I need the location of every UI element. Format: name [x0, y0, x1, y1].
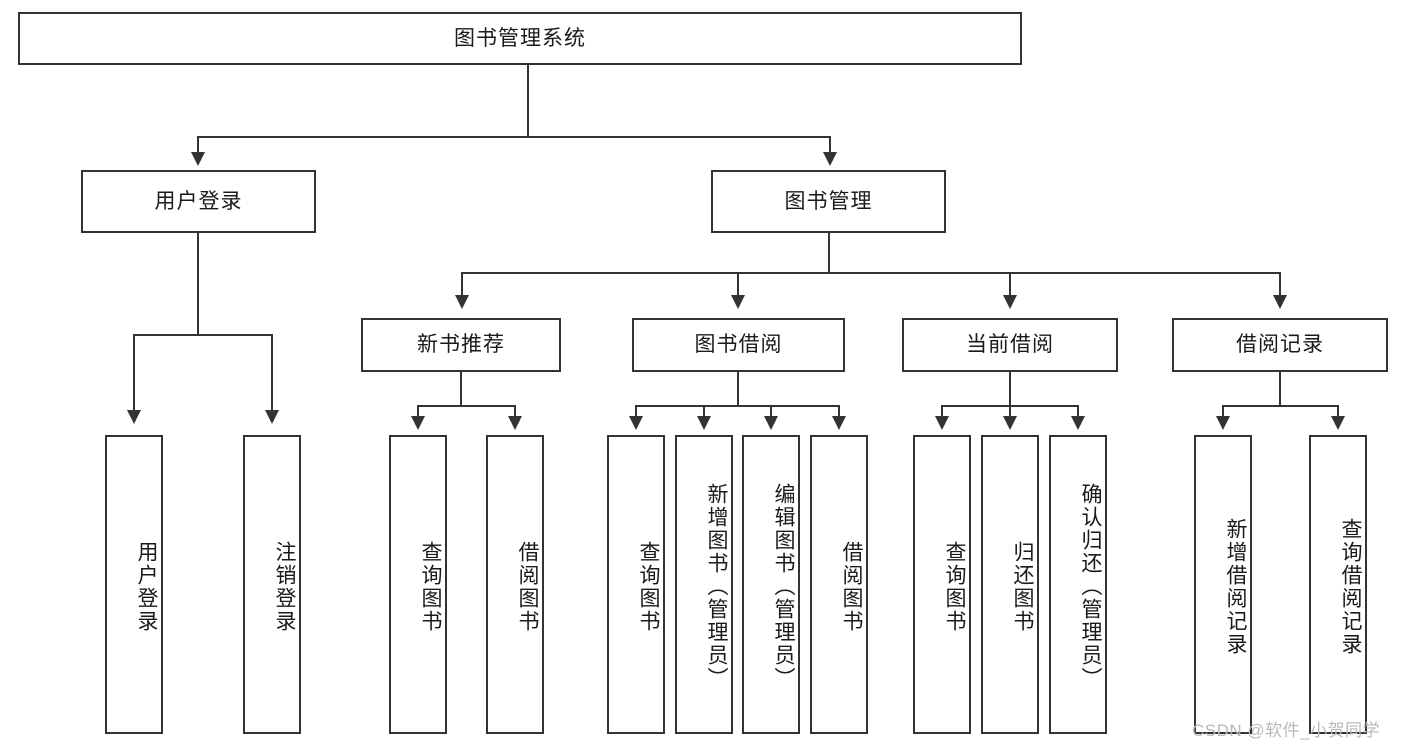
node-label: 新增借阅记录 — [1224, 517, 1247, 656]
node-label: 借阅图书 — [516, 540, 539, 633]
arrow-bb-to-leaf-2 — [764, 416, 778, 430]
leaf-book-borrow-3[interactable]: 借阅图书 — [810, 435, 868, 734]
edge-br-to-leaf-1 — [1337, 405, 1339, 419]
leaf-new-book-recommend-1[interactable]: 借阅图书 — [486, 435, 544, 734]
arrow-br-to-leaf-1 — [1331, 416, 1345, 430]
arrow-bm-to-book-borrow — [731, 295, 745, 309]
edge-root-to-book-management — [829, 136, 831, 156]
node-book-management[interactable]: 图书管理 — [711, 170, 946, 233]
leaf-book-borrow-0[interactable]: 查询图书 — [607, 435, 665, 734]
arrow-bb-to-leaf-0 — [629, 416, 643, 430]
edge-cb-to-leaf-0 — [941, 405, 943, 419]
arrow-cb-to-leaf-1 — [1003, 416, 1017, 430]
node-label: 查询图书 — [419, 540, 442, 633]
leaf-current-borrow-2[interactable]: 确认归还（管理员） — [1049, 435, 1107, 734]
node-borrow-record[interactable]: 借阅记录 — [1172, 318, 1388, 372]
edge-bm-to-new-book — [461, 272, 463, 298]
edge-book-management-stem — [828, 233, 830, 273]
node-label: 借阅记录 — [1236, 333, 1324, 357]
node-label: 新增图书（管理员） — [705, 483, 728, 690]
node-label: 借阅图书 — [840, 540, 863, 633]
leaf-borrow-record-1[interactable]: 查询借阅记录 — [1309, 435, 1367, 734]
arrow-user-login-to-leaf-0 — [127, 410, 141, 424]
arrow-user-login-to-leaf-1 — [265, 410, 279, 424]
edge-borrow-record-stem — [1279, 372, 1281, 406]
node-label: 图书借阅 — [694, 333, 783, 357]
edge-book-management-bar — [461, 272, 1280, 274]
arrow-cb-to-leaf-0 — [935, 416, 949, 430]
edge-user-login-bar — [133, 334, 273, 336]
arrow-br-to-leaf-0 — [1216, 416, 1230, 430]
node-new-book-recommend[interactable]: 新书推荐 — [361, 318, 561, 372]
edge-new-book-bar — [417, 405, 516, 407]
node-label: 查询图书 — [637, 540, 660, 633]
edge-bm-to-borrow-record — [1279, 272, 1281, 298]
node-label: 归还图书 — [1011, 540, 1034, 633]
arrow-root-to-user-login — [191, 152, 205, 166]
leaf-borrow-record-0[interactable]: 新增借阅记录 — [1194, 435, 1252, 734]
leaf-user-login-1[interactable]: 注销登录 — [243, 435, 301, 734]
arrow-bb-to-leaf-1 — [697, 416, 711, 430]
edge-user-login-stem — [197, 233, 199, 335]
edge-root-stem — [527, 65, 529, 137]
node-current-borrow[interactable]: 当前借阅 — [902, 318, 1118, 372]
edge-br-to-leaf-0 — [1222, 405, 1224, 419]
leaf-book-borrow-1[interactable]: 新增图书（管理员） — [675, 435, 733, 734]
edge-root-bar — [197, 136, 831, 138]
node-label: 新书推荐 — [417, 333, 505, 357]
edge-bb-to-leaf-2 — [770, 405, 772, 419]
edge-bb-to-leaf-1 — [703, 405, 705, 419]
node-label: 当前借阅 — [966, 333, 1054, 357]
edge-new-book-to-leaf-1 — [514, 405, 516, 419]
edge-book-borrow-bar — [635, 405, 839, 407]
node-label: 编辑图书（管理员） — [772, 483, 795, 690]
arrow-new-book-to-leaf-1 — [508, 416, 522, 430]
edge-new-book-stem — [460, 372, 462, 406]
arrow-new-book-to-leaf-0 — [411, 416, 425, 430]
node-book-borrow[interactable]: 图书借阅 — [632, 318, 845, 372]
node-user-login[interactable]: 用户登录 — [81, 170, 316, 233]
leaf-current-borrow-1[interactable]: 归还图书 — [981, 435, 1039, 734]
edge-root-to-user-login — [197, 136, 199, 156]
edge-bb-to-leaf-3 — [838, 405, 840, 419]
edge-cb-to-leaf-1 — [1009, 405, 1011, 419]
edge-borrow-record-bar — [1222, 405, 1338, 407]
node-book-management-system[interactable]: 图书管理系统 — [18, 12, 1022, 65]
leaf-current-borrow-0[interactable]: 查询图书 — [913, 435, 971, 734]
arrow-root-to-book-management — [823, 152, 837, 166]
arrow-bb-to-leaf-3 — [832, 416, 846, 430]
edge-user-login-to-leaf-0 — [133, 334, 135, 414]
leaf-user-login-0[interactable]: 用户登录 — [105, 435, 163, 734]
node-label: 确认归还（管理员） — [1079, 483, 1102, 690]
arrow-bm-to-borrow-record — [1273, 295, 1287, 309]
edge-bm-to-book-borrow — [737, 272, 739, 298]
edge-bb-to-leaf-0 — [635, 405, 637, 419]
node-label: 图书管理 — [784, 189, 873, 213]
node-label: 用户登录 — [135, 540, 158, 633]
edge-bm-to-current-borrow — [1009, 272, 1011, 298]
node-label: 查询图书 — [943, 540, 966, 633]
watermark-text: CSDN @软件_小贺同学 — [1192, 721, 1381, 740]
edge-new-book-to-leaf-0 — [417, 405, 419, 419]
edge-current-borrow-stem — [1009, 372, 1011, 406]
node-label: 图书管理系统 — [454, 26, 586, 50]
edge-book-borrow-stem — [737, 372, 739, 406]
arrow-bm-to-new-book — [455, 295, 469, 309]
node-label: 查询借阅记录 — [1339, 517, 1362, 656]
leaf-new-book-recommend-0[interactable]: 查询图书 — [389, 435, 447, 734]
arrow-cb-to-leaf-2 — [1071, 416, 1085, 430]
leaf-book-borrow-2[interactable]: 编辑图书（管理员） — [742, 435, 800, 734]
arrow-bm-to-current-borrow — [1003, 295, 1017, 309]
node-label: 用户登录 — [154, 189, 243, 213]
edge-user-login-to-leaf-1 — [271, 334, 273, 414]
node-label: 注销登录 — [273, 540, 296, 633]
edge-cb-to-leaf-2 — [1077, 405, 1079, 419]
